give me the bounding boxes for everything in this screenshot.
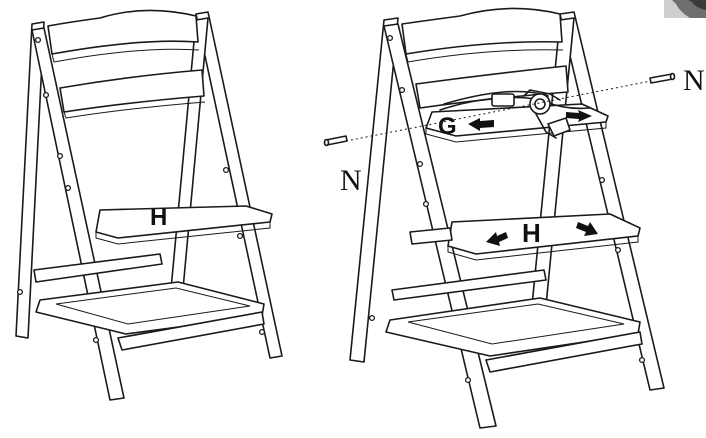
right-chair-back-leg-left (349, 17, 399, 363)
left-chair-back-leg-left (15, 21, 45, 339)
left-chair-lower-backrest (59, 69, 205, 113)
right-seat-label: H (522, 218, 541, 248)
right-chair-front-bar (485, 331, 643, 373)
screw-icon (598, 176, 606, 184)
screw-icon (222, 166, 230, 174)
pin-left-icon (323, 135, 348, 147)
left-chair-back-leg-right (195, 11, 283, 359)
left-chair-front-rail-right (169, 17, 209, 301)
arrow-icon (468, 118, 494, 131)
arrow-icon (486, 232, 508, 246)
right-chair: G H (349, 7, 665, 429)
screw-icon (422, 200, 430, 208)
screw-icon (16, 288, 24, 296)
screw-icon (386, 34, 394, 42)
arrow-icon (566, 110, 592, 122)
screw-icon (56, 152, 64, 160)
right-chair-lower-backrest (415, 65, 569, 109)
left-seat-label: H (150, 204, 167, 231)
left-chair-top-backrest (47, 9, 199, 55)
harness-straps (439, 89, 591, 139)
screw-icon (258, 328, 266, 336)
left-chair-crossbar (33, 253, 163, 283)
screw-icon (42, 91, 50, 99)
screw-icon (638, 356, 646, 364)
corner-photo-thumbnail (664, 0, 706, 18)
screw-icon (64, 184, 72, 192)
left-chair-front-bar (117, 311, 265, 351)
pin-right-label: N (683, 64, 705, 97)
right-chair-crossbar (391, 269, 547, 301)
screw-icon (236, 232, 244, 240)
screw-icon (398, 86, 406, 94)
pin-left-label: N (340, 164, 362, 197)
screw-icon (34, 36, 42, 44)
pin-assembly: N N (323, 64, 705, 197)
screw-icon (416, 160, 424, 168)
right-chair-top-backrest (401, 7, 563, 55)
screw-icon (92, 336, 100, 344)
tray-label: G (438, 113, 457, 140)
screw-icon (614, 246, 622, 254)
left-chair: H (15, 9, 283, 401)
screw-icon (464, 376, 472, 384)
screw-icon (368, 314, 376, 322)
arrow-icon (576, 222, 598, 236)
pin-right-icon (649, 72, 676, 84)
